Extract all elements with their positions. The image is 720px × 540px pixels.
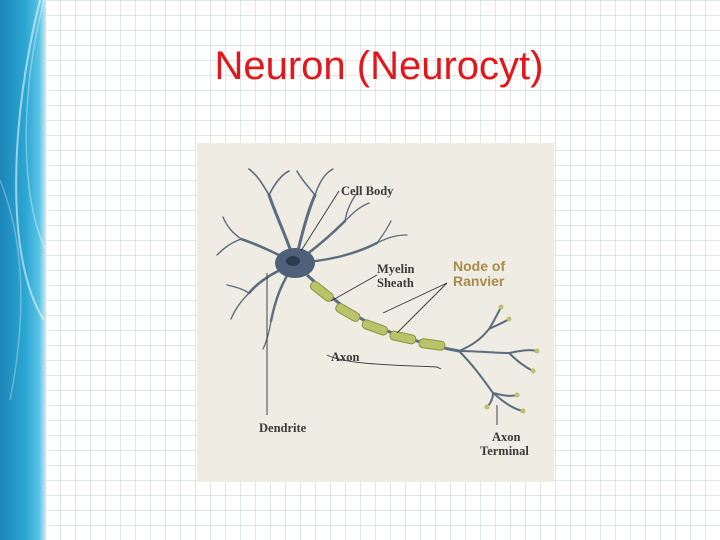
- dendrite-label: Dendrite: [259, 421, 307, 435]
- cell-body-label: Cell Body: [341, 184, 394, 198]
- axon-terminal-label-line2: Terminal: [480, 444, 529, 458]
- myelin-sheath-label-line2: Sheath: [377, 276, 414, 290]
- node-of-ranvier-label-line2: Ranvier: [453, 273, 505, 289]
- slide-title: Neuron (Neurocyt): [214, 44, 544, 88]
- neuron-diagram: Cell Body Myelin Sheath Node of Ranvier …: [197, 143, 554, 482]
- neuron-illustration: [216, 168, 540, 425]
- side-decoration-swoosh: [0, 0, 47, 401]
- myelin-sheath-label-line1: Myelin: [377, 262, 415, 276]
- node-of-ranvier-label-line1: Node of: [453, 258, 506, 274]
- axon-terminal-label-line1: Axon: [492, 430, 521, 444]
- axon-label: Axon: [331, 350, 360, 364]
